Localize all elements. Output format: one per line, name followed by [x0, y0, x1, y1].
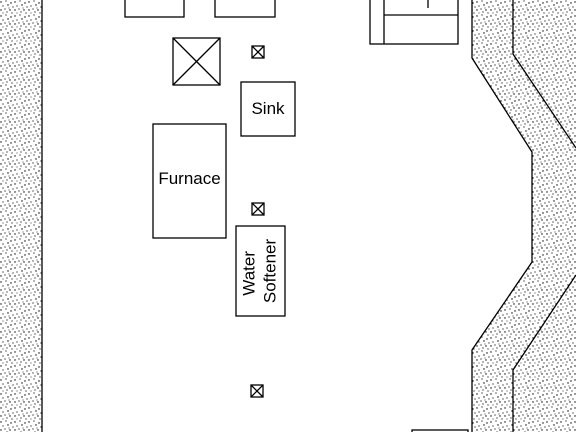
sink: Sink [240, 81, 296, 137]
floor-drain-icon [251, 202, 265, 216]
water-softener-label-line2: Softener [261, 239, 280, 304]
top-fixture-left [124, 0, 185, 18]
sink-label: Sink [251, 99, 285, 118]
water-softener: Water Softener [235, 225, 286, 317]
left-foundation-wall [0, 0, 43, 432]
floor-drain-icon [251, 45, 265, 59]
water-softener-label-line1: Water [240, 251, 259, 296]
floor-drain-icon [250, 384, 264, 398]
furnace-label: Furnace [158, 169, 220, 188]
furnace: Furnace [152, 123, 227, 239]
top-fixture-right [214, 0, 276, 18]
right-foundation-wall [471, 0, 576, 432]
top-right-cabinet [369, 0, 459, 45]
svg-text:Water Softener: Water Softener [240, 239, 280, 304]
chimney-icon [172, 37, 221, 86]
bottom-right-fixture [411, 429, 469, 432]
